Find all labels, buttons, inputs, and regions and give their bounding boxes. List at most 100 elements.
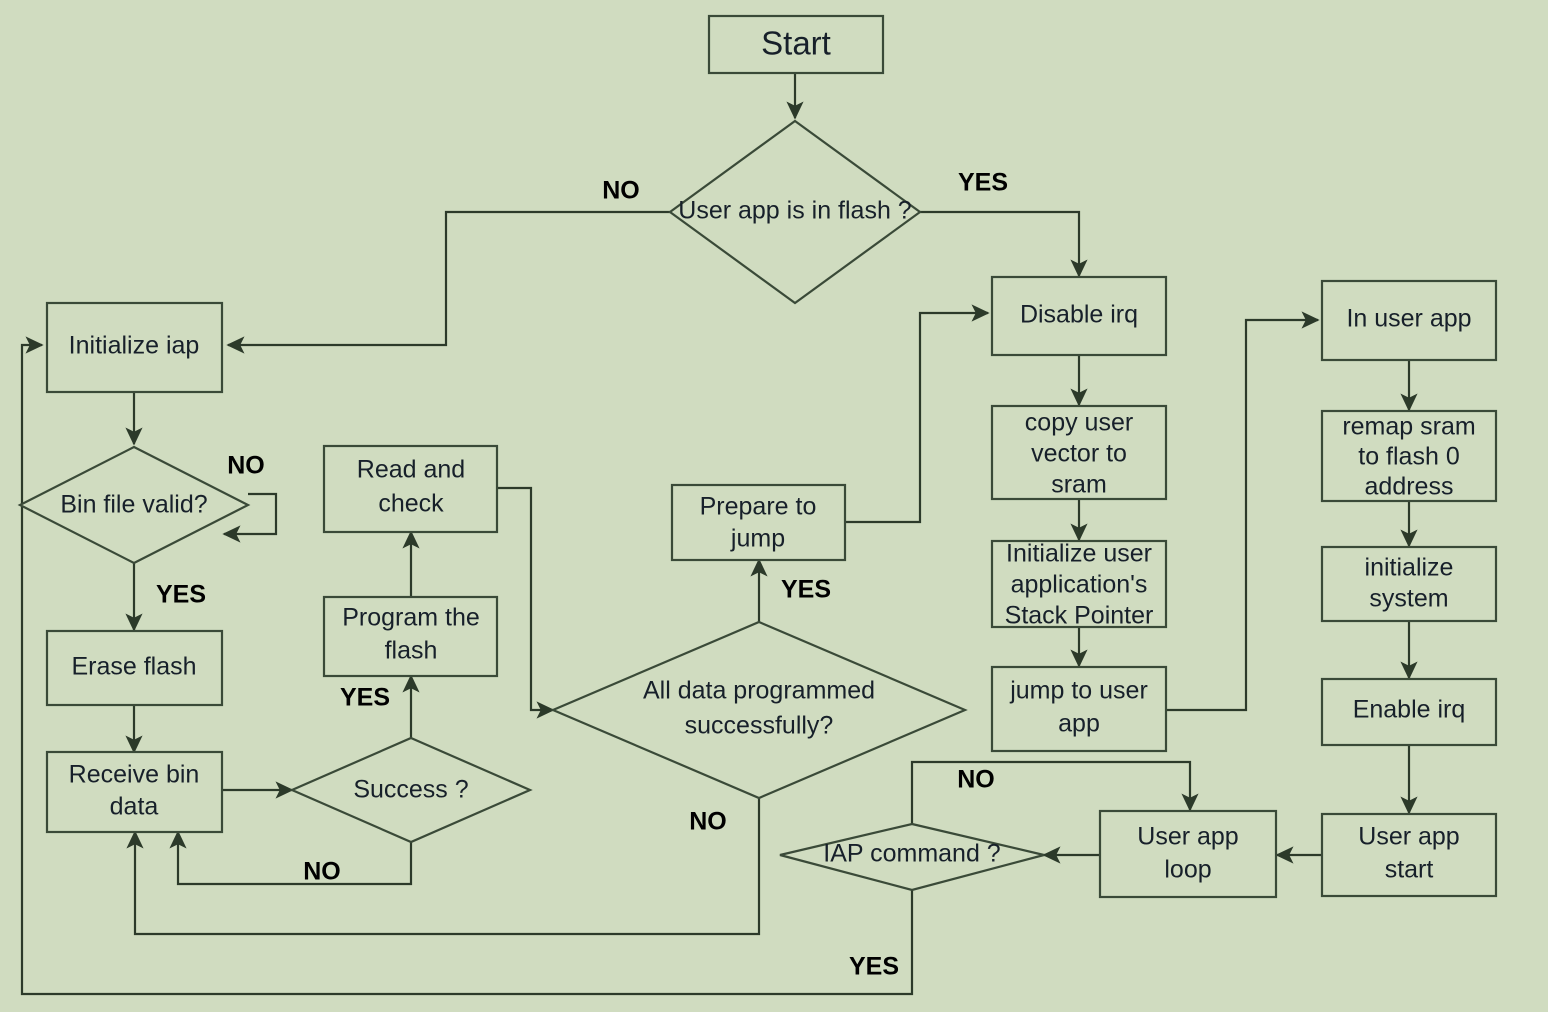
node-erase-flash[interactable]: Erase flash: [45, 629, 224, 707]
node-disable-irq-label: Disable irq: [1020, 301, 1138, 329]
node-bin-file-valid[interactable]: Bin file valid?: [17, 445, 251, 565]
node-success-label: Success ?: [353, 776, 468, 804]
node-read-and-check-shape[interactable]: [322, 444, 499, 534]
edge-readcheck-to-alldata: [497, 486, 555, 719]
node-iap-command-label: IAP command ?: [823, 840, 1000, 868]
edge-preparejump-to-disableirq: [845, 304, 990, 524]
node-copy-vector-label-line1: copy user: [1025, 409, 1133, 437]
node-remap-sram-label-line2: to flash 0: [1358, 443, 1459, 471]
node-success[interactable]: Success ?: [289, 736, 533, 844]
node-all-data-programmed-successfully-shape[interactable]: [550, 620, 968, 800]
node-all-data-label-line1: All data programmed: [643, 677, 875, 705]
node-enable-irq[interactable]: Enable irq: [1320, 677, 1498, 747]
node-user-app-is-in-flash-shape[interactable]: [668, 119, 922, 305]
node-jump-to-user-app[interactable]: jump to user app: [990, 665, 1168, 753]
node-user-app-is-in-flash-label: User app is in flash ?: [678, 197, 911, 225]
node-success-shape[interactable]: [289, 736, 533, 844]
node-prepare-to-jump-label-line2: jump: [730, 525, 785, 553]
node-remap-sram-label-line1: remap sram: [1342, 413, 1475, 441]
node-init-sp-shape[interactable]: [990, 539, 1168, 629]
edge-label-alldata-no: NO: [689, 808, 727, 836]
node-initialize-iap[interactable]: Initialize iap: [45, 301, 224, 394]
edges: [20, 73, 1418, 996]
edge-iap-yes-to-initiap: [20, 336, 914, 996]
node-initialize-user-application-stack-pointer[interactable]: Initialize user application's Stack Poin…: [990, 539, 1168, 630]
node-in-user-app-shape[interactable]: [1320, 279, 1498, 362]
node-iap-command-shape[interactable]: [779, 822, 1045, 892]
node-enable-irq-shape[interactable]: [1320, 677, 1498, 747]
edge-labels: NO YES NO YES YES NO YES NO NO YES: [156, 169, 1008, 981]
node-init-sp-label-line1: Initialize user: [1006, 540, 1152, 568]
node-program-the-flash[interactable]: Program the flash: [322, 595, 499, 678]
node-enable-irq-label: Enable irq: [1353, 696, 1466, 724]
node-jump-to-user-app-shape[interactable]: [990, 665, 1168, 753]
node-read-and-check-label-line2: check: [378, 490, 444, 518]
edge-label-success-no: NO: [303, 858, 341, 886]
node-receive-bin-data-label-line1: Receive bin: [69, 761, 200, 789]
edge-label-success-yes: YES: [340, 684, 390, 712]
edge-success-no-to-receivebin: [169, 830, 413, 886]
edge-flash-no-to-initiap: [226, 210, 670, 354]
node-initialize-system[interactable]: initialize system: [1320, 545, 1498, 623]
node-disable-irq-shape[interactable]: [990, 275, 1168, 357]
node-erase-flash-label: Erase flash: [71, 653, 196, 681]
node-copy-user-vector-to-sram[interactable]: copy user vector to sram: [990, 404, 1168, 501]
node-receive-bin-data[interactable]: Receive bin data: [45, 750, 224, 834]
edge-label-bin-no: NO: [227, 452, 265, 480]
edge-jumpuser-to-inuserapp: [1166, 311, 1320, 712]
node-init-sp-label-line3: Stack Pointer: [1005, 602, 1154, 630]
node-iap-command[interactable]: IAP command ?: [779, 822, 1045, 892]
node-program-the-flash-label-line1: Program the: [342, 604, 480, 632]
node-remap-sram-to-flash-0-address[interactable]: remap sram to flash 0 address: [1320, 409, 1498, 503]
node-disable-irq[interactable]: Disable irq: [990, 275, 1168, 357]
node-initialize-system-shape[interactable]: [1320, 545, 1498, 623]
node-read-and-check[interactable]: Read and check: [322, 444, 499, 534]
node-copy-user-vector-to-sram-shape[interactable]: [990, 404, 1168, 501]
node-remap-sram-label-line3: address: [1365, 473, 1454, 501]
edge-label-bin-yes: YES: [156, 581, 206, 609]
node-erase-flash-shape[interactable]: [45, 629, 224, 707]
node-read-and-check-label-line1: Read and: [357, 456, 465, 484]
node-bin-file-valid-shape[interactable]: [17, 445, 251, 565]
node-initialize-iap-shape[interactable]: [45, 301, 224, 394]
node-init-system-label-line2: system: [1369, 585, 1448, 613]
node-user-app-loop-label-line1: User app: [1137, 823, 1238, 851]
node-receive-bin-data-label-line2: data: [110, 793, 159, 821]
node-user-app-start[interactable]: User app start: [1320, 812, 1498, 898]
node-user-app-loop-label-line2: loop: [1164, 856, 1211, 884]
node-user-app-loop-shape[interactable]: [1098, 809, 1278, 899]
node-in-user-app-label: In user app: [1346, 305, 1471, 333]
node-program-the-flash-label-line2: flash: [385, 637, 438, 665]
node-jump-user-label-line1: jump to user: [1009, 677, 1148, 705]
node-prepare-to-jump-label-line1: Prepare to: [700, 493, 817, 521]
node-initialize-iap-label: Initialize iap: [69, 332, 200, 360]
node-prepare-to-jump-shape[interactable]: [670, 483, 847, 562]
edge-iap-no-to-userapploop: [910, 760, 1199, 826]
node-user-app-start-label-line1: User app: [1358, 823, 1459, 851]
node-all-data-label-line2: successfully?: [685, 712, 834, 740]
node-start[interactable]: Start: [707, 14, 885, 75]
node-start-shape[interactable]: [707, 14, 885, 75]
node-user-app-is-in-flash[interactable]: User app is in flash ?: [668, 119, 922, 305]
edge-label-alldata-yes: YES: [781, 576, 831, 604]
node-jump-user-label-line2: app: [1058, 710, 1100, 738]
node-copy-vector-label-line2: vector to: [1031, 440, 1127, 468]
edge-label-iap-no: NO: [957, 766, 995, 794]
node-all-data-programmed-successfully[interactable]: All data programmed successfully?: [550, 620, 968, 800]
node-program-the-flash-shape[interactable]: [322, 595, 499, 678]
edge-binvalid-no-loop: [222, 492, 278, 543]
node-in-user-app[interactable]: In user app: [1320, 279, 1498, 362]
node-remap-sram-shape[interactable]: [1320, 409, 1498, 503]
node-prepare-to-jump[interactable]: Prepare to jump: [670, 483, 847, 562]
edge-alldata-no-to-receivebin: [126, 798, 761, 936]
node-user-app-start-shape[interactable]: [1320, 812, 1498, 898]
node-bin-file-valid-label: Bin file valid?: [60, 491, 207, 519]
edge-label-iap-yes: YES: [849, 953, 899, 981]
node-user-app-loop[interactable]: User app loop: [1098, 809, 1278, 899]
edge-label-flash-yes: YES: [958, 169, 1008, 197]
node-copy-vector-label-line3: sram: [1051, 471, 1107, 499]
node-init-sp-label-line2: application's: [1011, 571, 1148, 599]
edge-flash-yes-to-disableirq: [920, 210, 1088, 278]
node-receive-bin-data-shape[interactable]: [45, 750, 224, 834]
